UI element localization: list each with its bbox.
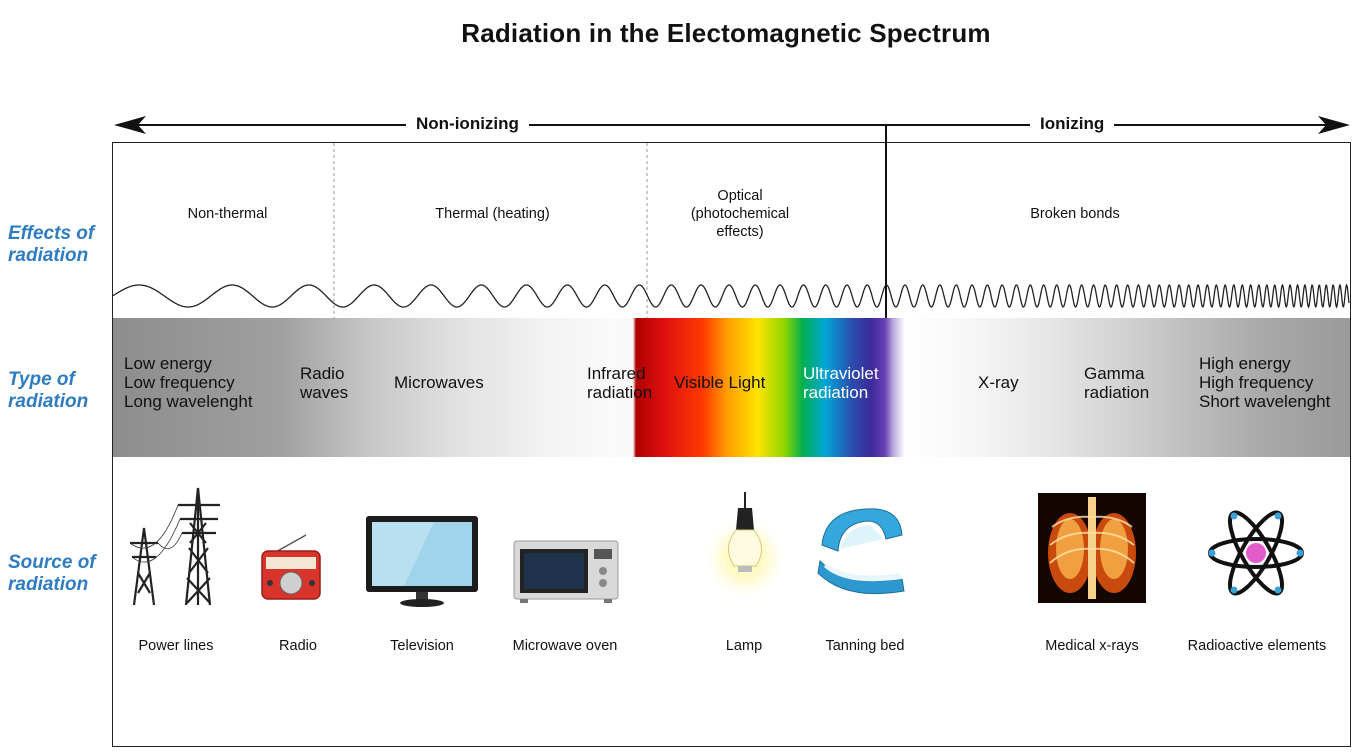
spectrum-band [113,318,1350,457]
xray-icon [1038,493,1146,603]
ionizing-label: Ionizing [1030,114,1115,134]
non-ionizing-label: Non-ionizing [406,114,529,134]
spectrum-arrow [114,116,1350,144]
type-visible-light: Visible Light [674,373,766,392]
source-radio: Radio [279,638,317,654]
source-radioactive: Radioactive elements [1187,638,1327,654]
source-medical-xrays: Medical x-rays [1045,638,1139,654]
source-television: Television [390,638,454,654]
source-microwave-oven: Microwave oven [512,638,618,654]
radio-icon [261,534,321,600]
atom-icon [1208,510,1304,596]
type-xray: X-ray [978,373,1019,392]
microwave-oven-icon [513,540,619,603]
lamp-icon [701,492,789,602]
power-lines-icon [129,487,220,606]
source-tanning-bed: Tanning bed [825,638,905,654]
type-microwaves: Microwaves [394,373,484,392]
wave-line [112,283,1350,309]
effect-thermal: Thermal (heating) [435,206,550,222]
effect-broken-bonds: Broken bonds [1030,206,1120,222]
source-lamp: Lamp [725,638,763,654]
effect-non-thermal: Non-thermal [187,206,268,222]
source-power-lines: Power lines [138,638,214,654]
spectrum-frame [112,142,1351,747]
tanning-bed-icon [817,508,905,595]
television-icon [366,516,478,607]
page-title: Radiation in the Electomagnetic Spectrum [461,18,991,48]
